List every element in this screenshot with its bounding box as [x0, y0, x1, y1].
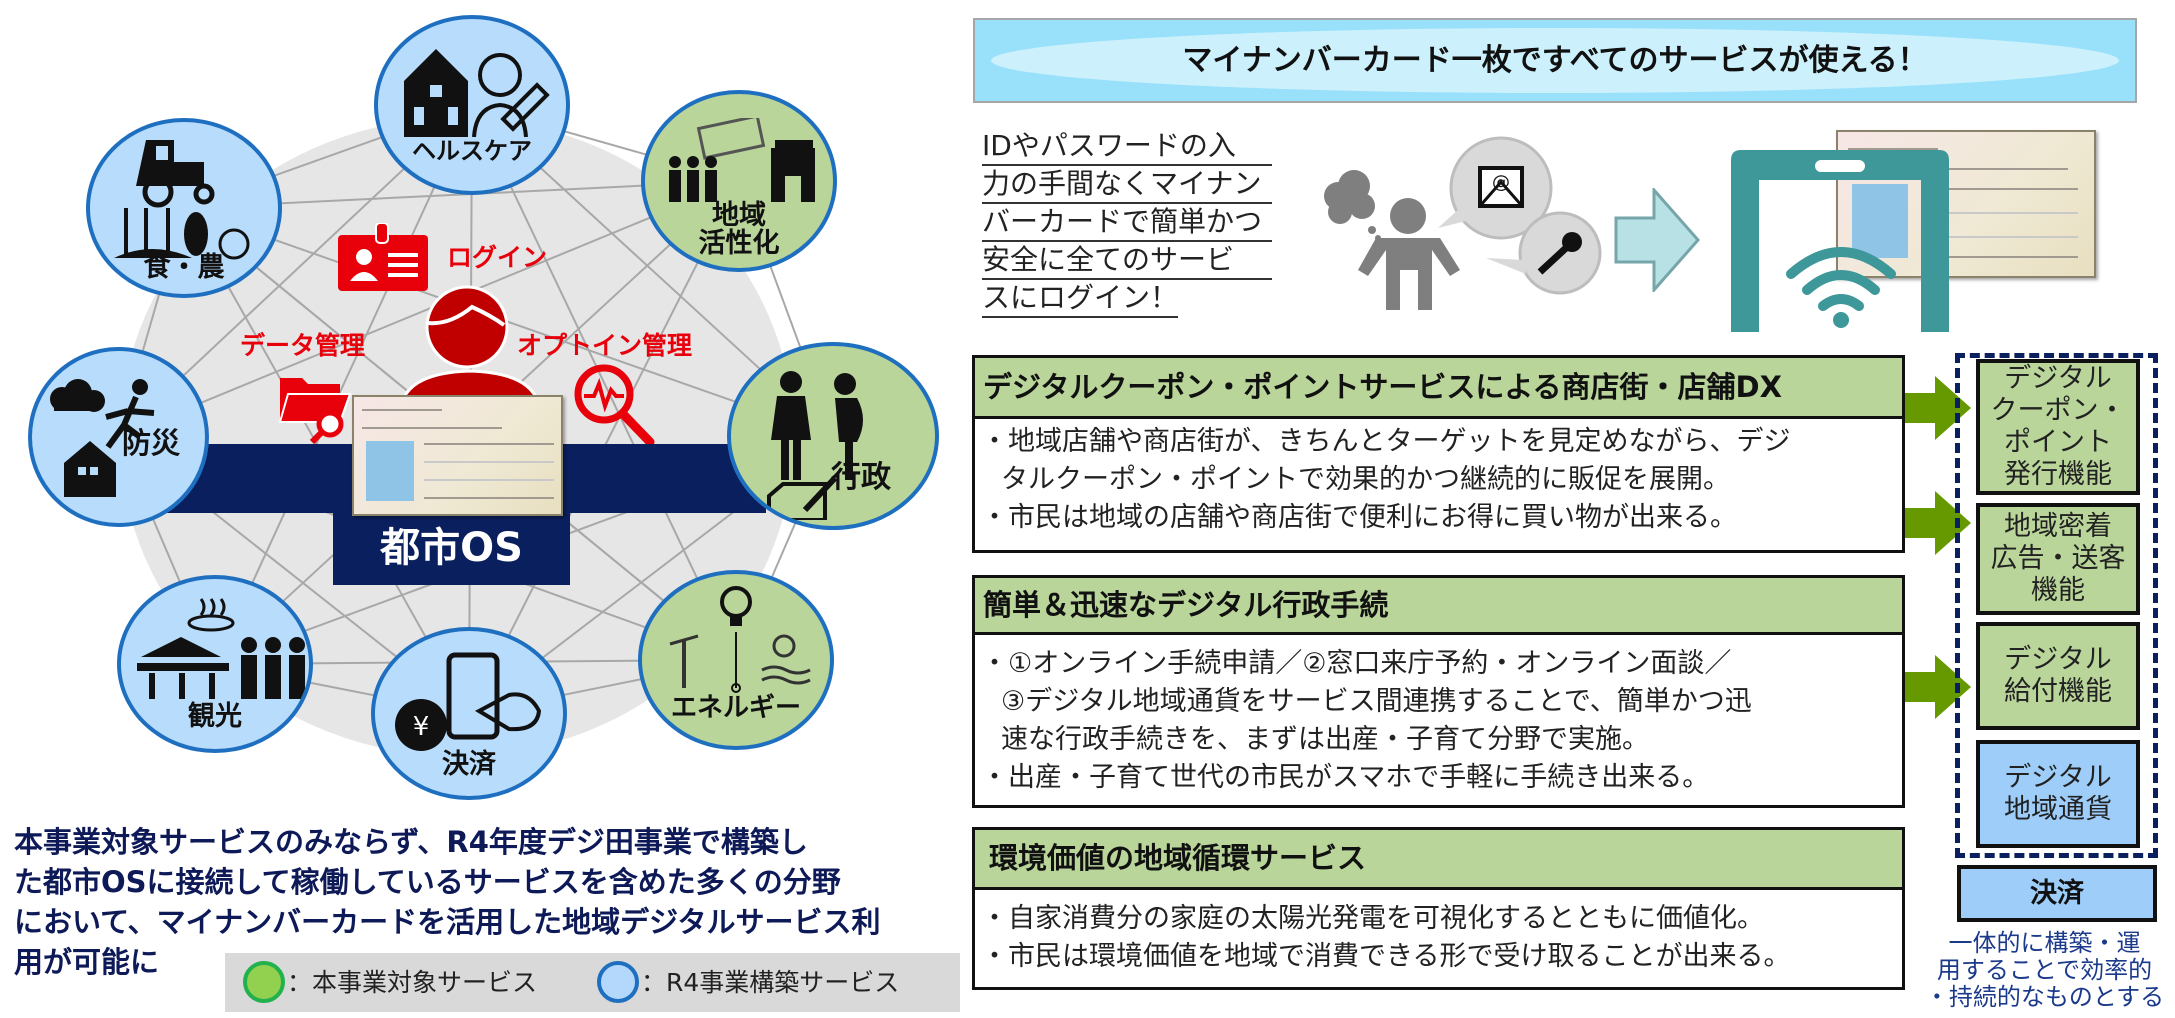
section-line: タルクーポン・ポイントで効果的かつ継続的に販促を展開。	[1001, 464, 1730, 495]
integration-caption: 一体的に構築・運 用することで効率的 ・持続的なものとする	[1914, 930, 2175, 1011]
folder-search-icon	[278, 378, 352, 444]
legend: ：本事業対象サービス ：R4事業構築サービス	[225, 953, 960, 1012]
section-line: ・自家消費分の家庭の太陽光発電を可視化するとともに価値化。	[981, 903, 1764, 934]
note-line: 用が可能に	[14, 945, 160, 979]
login-note-line: IDやパスワードの入	[982, 128, 1272, 166]
note-line: において、マイナンバーカードを活用した地域デジタルサービス利	[14, 905, 881, 939]
section-line: ・出産・子育て世代の市民がスマホで手軽に手続き出来る。	[981, 762, 1710, 793]
green-arrow-icon	[1905, 655, 1971, 719]
section-environment-value: 環境価値の地域循環サービス ・自家消費分の家庭の太陽光発電を可視化するとともに価…	[972, 827, 1905, 990]
caption-line: 用することで効率的	[1936, 956, 2153, 984]
family-document-icon	[767, 371, 863, 520]
card-reader-gate-icon	[1731, 150, 1949, 332]
data-management-label: データ管理	[240, 331, 366, 360]
magnifier-pulse-icon	[574, 364, 655, 447]
card-photo	[366, 441, 414, 501]
banner-title: マイナンバーカード一枚ですべてのサービスが使える！	[1182, 43, 1928, 78]
function-coupon-point: デジタル クーポン・ ポイント 発行機能	[1976, 359, 2140, 495]
login-note-line: 力の手間なくマイナン	[982, 166, 1272, 204]
payment-box: 決済	[1957, 865, 2157, 922]
function-digital-benefit: デジタル 給付機能	[1976, 622, 2140, 730]
login-note-line: 安全に全てのサービ	[982, 242, 1272, 280]
hub-description: 本事業対象サービスのみならず、R4年度デジ田事業で構築し た都市OSに接続して稼…	[14, 822, 964, 982]
login-label: ログイン	[447, 243, 548, 272]
section-line: 速な行政手続きを、まずは出産・子育て分野で実施。	[1001, 724, 1649, 755]
headline-banner: マイナンバーカード一枚ですべてのサービスが使える！	[973, 18, 2137, 103]
section-digital-admin: 簡単＆迅速なデジタル行政手続 ・①オンライン手続申請／②窓口来庁予約・オンライン…	[972, 575, 1905, 808]
legend-green-circle-icon	[243, 961, 285, 1003]
service-tourism: 観光	[117, 575, 313, 753]
section-line: ③デジタル地域通貨をサービス間連携することで、簡単かつ迅	[1001, 686, 1752, 717]
service-regional-revitalization: 地域 活性化	[641, 90, 837, 272]
city-os-label: 都市OS	[380, 525, 523, 571]
optin-management-label: オプトイン管理	[517, 331, 693, 360]
money-smartphone-icon: ¥	[395, 652, 542, 751]
function-local-currency: デジタル 地域通貨	[1976, 740, 2140, 848]
people-ticket-shop-icon	[669, 118, 815, 202]
function-local-ads: 地域密着 広告・送客 機能	[1976, 503, 2140, 615]
card-photo	[1852, 184, 1908, 258]
section-line: ・地域店舗や商店街が、きちんとターゲットを見定めながら、デジ	[981, 426, 1791, 457]
login-note-line: バーカードで簡単かつ	[982, 204, 1272, 242]
service-payment: ¥ 決済	[371, 627, 567, 800]
svg-text:@: @	[1492, 172, 1510, 193]
section-coupon-dx: デジタルクーポン・ポイントサービスによる商店街・店舗DX ・地域店舗や商店街が、…	[972, 355, 1905, 553]
caption-line: ・持続的なものとする	[1924, 983, 2165, 1011]
section-line: ・①オンライン手続申請／②窓口来庁予約・オンライン面談／	[981, 648, 1732, 679]
service-food-agriculture: 食・農	[86, 118, 282, 298]
legend-target-label: ：本事業対象サービス	[287, 968, 538, 997]
section-body: ・地域店舗や商店街が、きちんとターゲットを見定めながら、デジ タルクーポン・ポイ…	[975, 419, 1902, 537]
onsen-temple-people-icon	[137, 598, 305, 699]
note-line: た都市OSに接続して稼働しているサービスを含めた多くの分野	[14, 865, 841, 899]
section-line: ・市民は地域の店舗や商店街で便利にお得に買い物が出来る。	[981, 502, 1737, 533]
service-energy: エネルギー	[638, 570, 834, 750]
login-note-line: スにログイン！	[982, 280, 1179, 318]
legend-blue-circle-icon	[597, 961, 639, 1003]
integrated-functions-group	[1955, 353, 2158, 858]
mynumber-card-image	[352, 395, 563, 516]
section-title: 環境価値の地域循環サービス	[975, 830, 1902, 890]
green-arrow-icon	[1905, 491, 1971, 555]
tractor-crops-icon	[114, 140, 250, 260]
service-administration: 行政	[727, 342, 939, 530]
section-line: ・市民は環境価値を地域で消費できる形で受け取ることが出来る。	[981, 941, 1791, 972]
login-note: IDやパスワードの入 力の手間なくマイナン バーカードで簡単かつ 安全に全てのサ…	[982, 128, 1272, 318]
section-title: 簡単＆迅速なデジタル行政手続	[975, 578, 1902, 635]
caption-line: 一体的に構築・運	[1948, 929, 2141, 957]
service-disaster-prevention: 防災	[28, 347, 209, 527]
storm-house-runner-icon	[50, 379, 155, 497]
service-healthcare: ヘルスケア	[374, 15, 570, 195]
legend-r4-label: ：R4事業構築サービス	[641, 968, 900, 997]
section-title: デジタルクーポン・ポイントサービスによる商店街・店舗DX	[975, 358, 1902, 419]
green-arrow-icon	[1905, 376, 1971, 440]
confused-user-icon: @	[1324, 136, 1602, 310]
bulb-wind-solar-icon	[669, 586, 811, 693]
banner-ellipse	[991, 28, 2119, 93]
id-card-icon	[338, 223, 428, 291]
svg-text:¥: ¥	[413, 712, 430, 742]
note-line: 本事業対象サービスのみならず、R4年度デジ田事業で構築し	[14, 825, 808, 859]
section-body: ・自家消費分の家庭の太陽光発電を可視化するとともに価値化。 ・市民は環境価値を地…	[975, 890, 1902, 976]
section-body: ・①オンライン手続申請／②窓口来庁予約・オンライン面談／ ③デジタル地域通貨をサ…	[975, 635, 1902, 797]
right-arrow-icon	[1614, 188, 1700, 292]
hospital-doctor-syringe-icon	[404, 49, 550, 137]
